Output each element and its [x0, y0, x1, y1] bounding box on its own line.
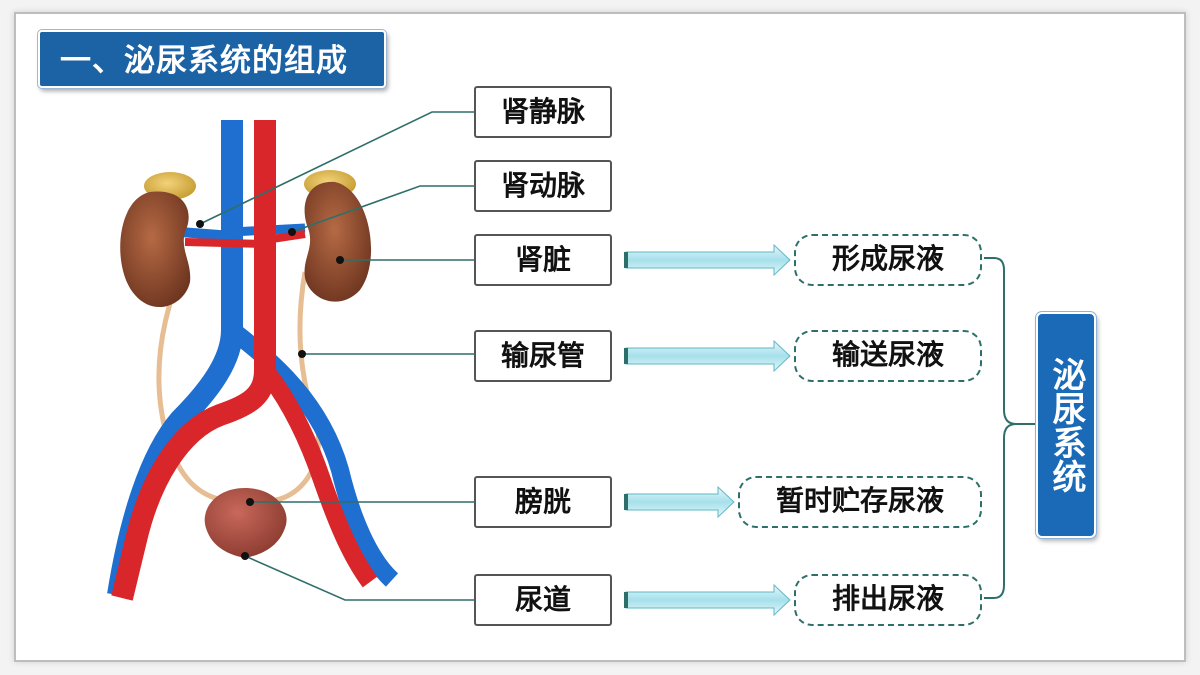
function-store-urine: 暂时贮存尿液 — [738, 476, 982, 528]
function-form-urine: 形成尿液 — [794, 234, 982, 286]
system-bracket — [984, 257, 1036, 599]
bladder — [204, 488, 287, 558]
connector-urethra — [244, 555, 474, 601]
section-title: 一、泌尿系统的组成 — [38, 30, 386, 88]
renal-artery-right — [264, 230, 306, 244]
artery-path — [111, 120, 276, 601]
label-kidney: 肾脏 — [474, 234, 612, 286]
renal-vein-left — [179, 227, 233, 241]
arrows — [624, 243, 791, 617]
renal-artery-left — [184, 238, 266, 248]
connector-renal-vein — [199, 111, 474, 225]
left-kidney — [120, 191, 191, 308]
arrow-kidney — [625, 243, 791, 277]
function-excrete-urine: 排出尿液 — [794, 574, 982, 626]
artery-right-branch — [257, 364, 378, 588]
label-renal-artery: 肾动脉 — [474, 160, 612, 212]
label-bladder: 膀胱 — [474, 476, 612, 528]
label-ureter: 输尿管 — [474, 330, 612, 382]
system-label: 泌尿系统 — [1036, 312, 1096, 538]
connector-renal-artery — [291, 185, 474, 233]
arrow-urethra — [625, 583, 791, 617]
arrow-bladder — [625, 485, 735, 519]
function-transport-urine: 输送尿液 — [794, 330, 982, 382]
label-renal-vein: 肾静脉 — [474, 86, 612, 138]
arrow-ureter — [625, 339, 791, 373]
label-urethra: 尿道 — [474, 574, 612, 626]
right-kidney — [304, 181, 372, 302]
